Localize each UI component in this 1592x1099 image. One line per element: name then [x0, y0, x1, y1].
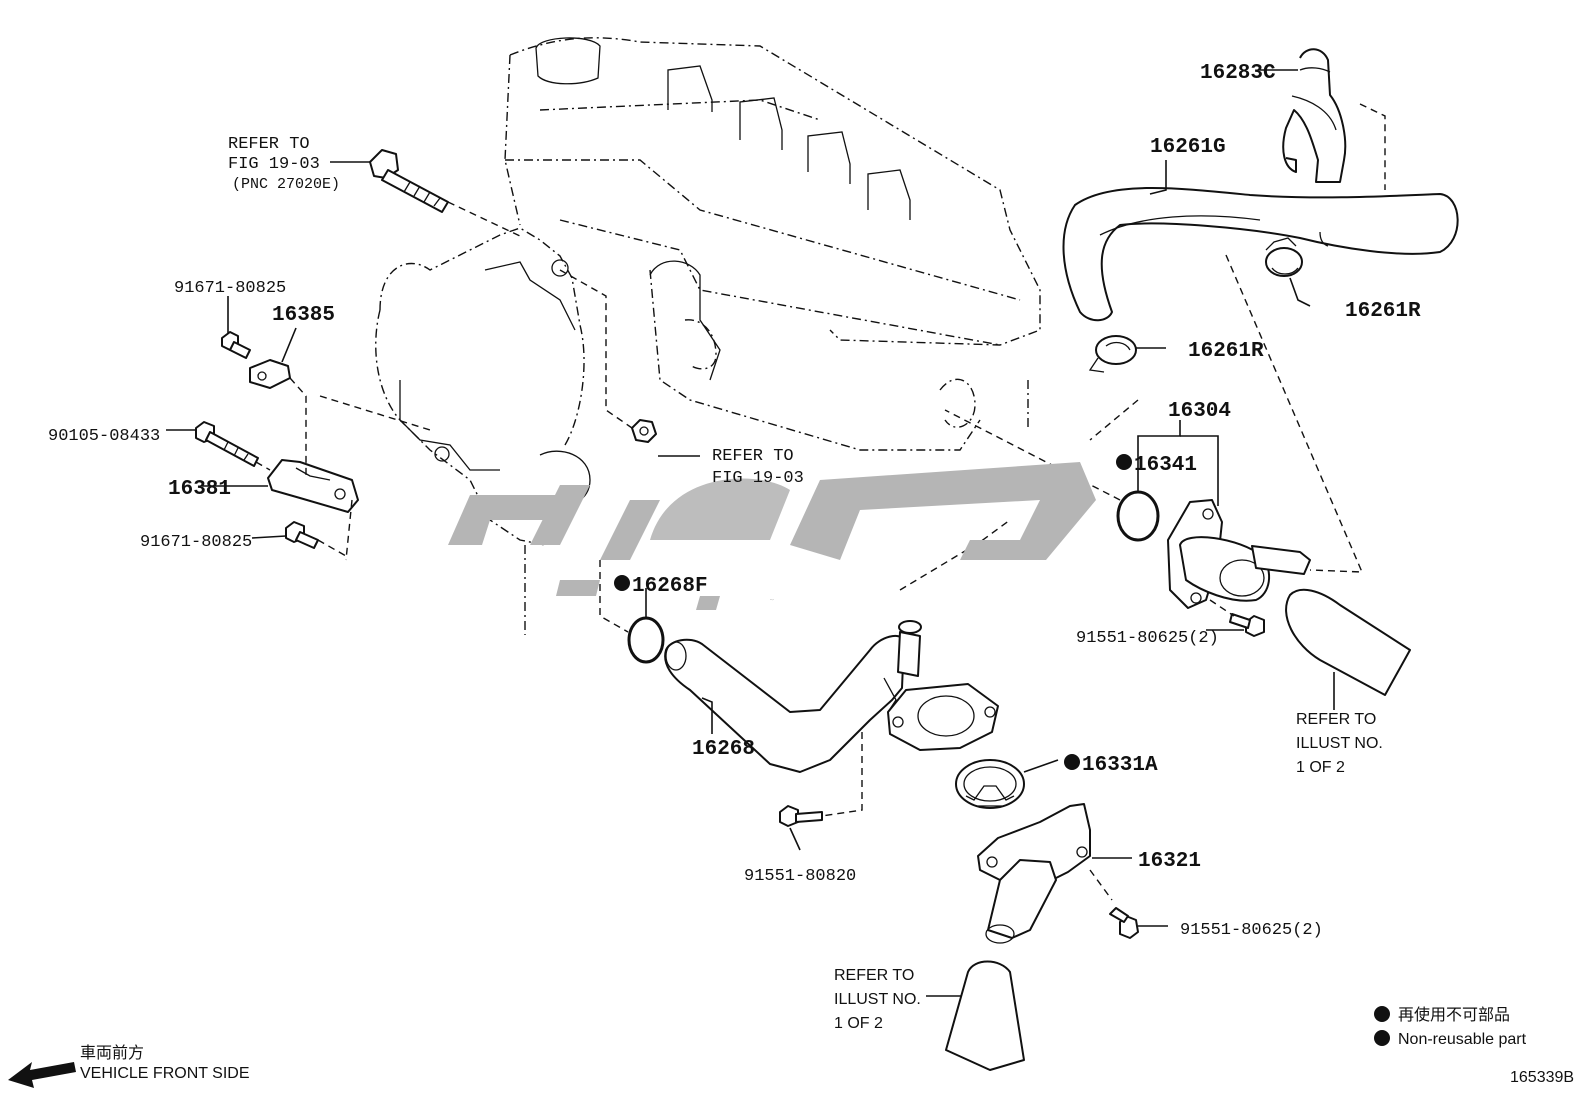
part-label-16304: 16304	[1168, 400, 1231, 423]
part-label-16381: 16381	[168, 478, 231, 501]
part-label-16321: 16321	[1138, 850, 1201, 873]
illust-ref-right-line2: ILLUST NO.	[1296, 735, 1383, 752]
part-label-16261r-upper: 16261R	[1345, 300, 1421, 323]
bracket-16381	[267, 459, 359, 513]
engine-block-outline	[504, 37, 1041, 451]
part-label-91551-80625-upper: 91551-80625(2)	[1076, 629, 1219, 648]
bolt-91671-lower	[285, 521, 319, 549]
illust-ref-bottom-line1: REFER TO	[834, 967, 914, 984]
part-label-91671-upper: 91671-80825	[174, 279, 286, 298]
water-outlet-16304	[1167, 499, 1311, 609]
alignment-lines	[255, 103, 1386, 901]
hose-clamp-lower	[1088, 335, 1137, 373]
nut-fig19-03	[631, 419, 657, 443]
front-text-en: VEHICLE FRONT SIDE	[80, 1065, 250, 1082]
bolt-90105	[195, 421, 259, 467]
part-label-16261g: 16261G	[1150, 136, 1226, 159]
non-reusable-marker-16331a	[1064, 754, 1080, 770]
legend-text-en: Non-reusable part	[1398, 1031, 1527, 1048]
bolt-ref-label: REFER TO FIG 19-03 (PNC 27020E)	[228, 135, 340, 193]
part-label-91551-80820: 91551-80820	[744, 867, 856, 886]
water-pipe-16268	[664, 620, 999, 773]
water-inlet-housing-16321	[977, 803, 1091, 944]
clip-16283c	[1282, 48, 1347, 183]
bolt-91551-80625-upper	[1229, 613, 1265, 637]
o-ring-16341	[1116, 490, 1160, 542]
illust-ref-right-line1: REFER TO	[1296, 711, 1376, 728]
radiator-hose-bottom	[945, 960, 1025, 1071]
part-label-16268: 16268	[692, 738, 755, 761]
illust-ref-right: REFER TO ILLUST NO. 1 OF 2	[1296, 711, 1383, 776]
hose-16261g	[1062, 187, 1459, 322]
legend-marker-en	[1374, 1030, 1390, 1046]
nut-ref-line2: FIG 19-03	[712, 469, 804, 488]
illust-ref-right-line3: 1 OF 2	[1296, 759, 1345, 776]
part-label-16331a: 16331A	[1082, 754, 1158, 777]
nut-ref-label: REFER TO FIG 19-03	[712, 447, 804, 488]
bracket-16385	[249, 359, 291, 389]
radiator-hose-right	[1285, 588, 1411, 696]
bolt-91551-80625-lower	[1109, 907, 1139, 939]
bolt-ref-line3: (PNC 27020E)	[232, 176, 340, 193]
bolt-ref-line1: REFER TO	[228, 135, 310, 154]
part-label-16341: 16341	[1134, 454, 1197, 477]
legend-text-jp: 再使用不可部品	[1398, 1006, 1510, 1024]
part-label-16261r-lower: 16261R	[1188, 340, 1264, 363]
part-label-16385: 16385	[272, 304, 335, 327]
illust-ref-bottom-line2: ILLUST NO.	[834, 991, 921, 1008]
legend-marker-jp	[1374, 1006, 1390, 1022]
front-text-jp: 車両前方	[80, 1044, 144, 1062]
bolt-91671-upper	[221, 331, 251, 359]
part-label-16268f: 16268F	[632, 575, 708, 598]
bolt-27020e	[369, 149, 449, 213]
bolt-ref-line2: FIG 19-03	[228, 155, 320, 174]
bolt-91551-80820	[779, 805, 823, 827]
part-label-91671-lower: 91671-80825	[140, 533, 252, 552]
watermark-logo: کوپایک	[448, 462, 1096, 610]
illust-ref-bottom-line3: 1 OF 2	[834, 1015, 883, 1032]
illust-ref-bottom: REFER TO ILLUST NO. 1 OF 2	[834, 967, 921, 1032]
vehicle-front-indicator: 車両前方 VEHICLE FRONT SIDE	[8, 1044, 250, 1088]
thermostat-16331a	[955, 759, 1025, 809]
watermark-text: کوپایک	[769, 599, 774, 601]
non-reusable-marker-16268f	[614, 575, 630, 591]
non-reusable-marker-16341	[1116, 454, 1132, 470]
figure-id: 165339B	[1510, 1069, 1574, 1086]
water-pump-housing	[375, 227, 591, 635]
part-label-16283c: 16283C	[1200, 62, 1276, 85]
legend: 再使用不可部品 Non-reusable part	[1374, 1006, 1527, 1048]
part-label-91551-80625-lower: 91551-80625(2)	[1180, 921, 1323, 940]
front-arrow-icon	[8, 1062, 76, 1088]
leader-lines	[166, 69, 1335, 997]
nut-ref-line1: REFER TO	[712, 447, 794, 466]
o-ring-16268f	[627, 616, 665, 664]
hose-clamp-upper	[1265, 237, 1303, 277]
part-label-90105: 90105-08433	[48, 427, 160, 446]
